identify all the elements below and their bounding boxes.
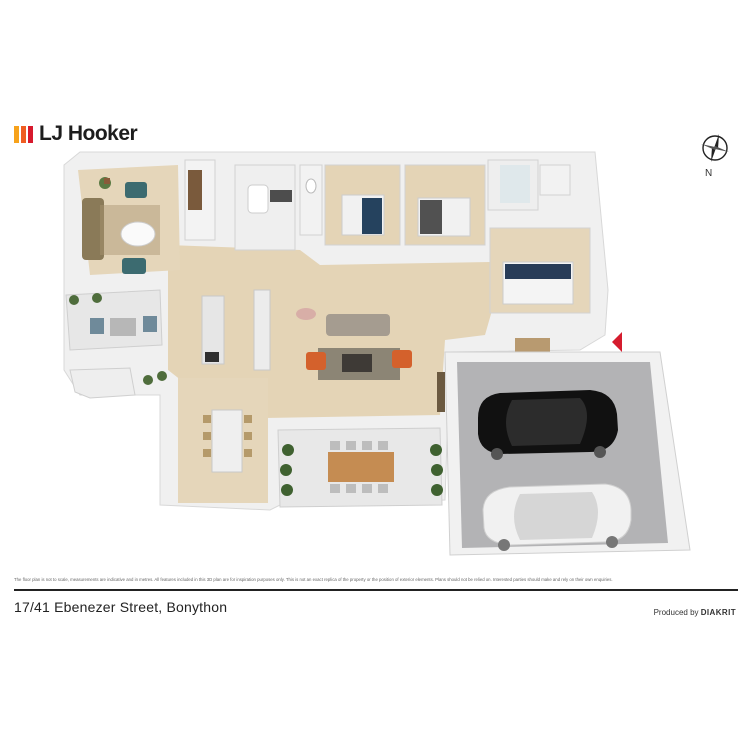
disclaimer: The floor plan is not to scale, measurem… <box>14 577 613 582</box>
stairs-right <box>539 164 571 196</box>
alfresco-plant-5 <box>431 464 443 476</box>
bedroom-3-blanket <box>420 200 442 234</box>
living-chair-2 <box>392 350 412 368</box>
ensuite-shower <box>500 165 530 203</box>
master-desk <box>515 338 550 352</box>
master-bed-blanket <box>505 264 571 279</box>
alfresco-table <box>328 452 394 482</box>
alfresco-plant-3 <box>281 484 293 496</box>
alfresco-chair-6 <box>346 441 356 450</box>
lounge-coffee-table <box>120 221 156 247</box>
divider <box>14 589 738 591</box>
alfresco-chair-2 <box>346 484 356 493</box>
dining-chair-5 <box>244 432 252 440</box>
brand-logo-bars <box>14 125 33 143</box>
dining-chair-3 <box>203 449 211 457</box>
dining-chair-6 <box>244 449 252 457</box>
alfresco-plant <box>282 444 294 456</box>
compass-icon <box>701 134 729 162</box>
balcony-plant <box>69 295 79 305</box>
alfresco-chair-7 <box>362 441 372 450</box>
alfresco-chair-3 <box>362 484 372 493</box>
credit-prefix: Produced by <box>653 608 699 617</box>
lounge-sofa <box>82 198 104 260</box>
toilet <box>305 178 317 194</box>
dining-chair <box>203 415 211 423</box>
alfresco-plant-4 <box>430 444 442 456</box>
dining-chair-4 <box>244 415 252 423</box>
entry-marker <box>612 332 622 352</box>
lounge-side-table <box>104 178 110 184</box>
kitchen-cooktop <box>205 352 219 362</box>
laundry-bench <box>188 170 202 210</box>
car-silver <box>482 483 632 551</box>
balcony-chair <box>90 318 104 334</box>
credit-name: DIAKRIT <box>700 608 736 617</box>
car-black <box>478 390 618 460</box>
living-chair <box>306 352 326 370</box>
credit: Produced by DIAKRIT <box>654 608 736 617</box>
kitchen-island <box>201 295 225 365</box>
lounge-armchair <box>125 182 147 198</box>
alfresco-plant-2 <box>280 464 292 476</box>
brand-logo: LJ Hooker <box>14 122 138 146</box>
dining-table <box>211 409 243 473</box>
property-address: 17/41 Ebenezer Street, Bonython <box>14 599 228 615</box>
balcony-table <box>110 318 136 336</box>
alfresco-chair-5 <box>330 441 340 450</box>
balcony-plant-2 <box>92 293 102 303</box>
kitchen-bench <box>253 289 271 371</box>
dining-chair-2 <box>203 432 211 440</box>
lounge-armchair-2 <box>122 258 146 274</box>
stairs-plant <box>143 375 153 385</box>
bathroom-vanity <box>270 190 292 202</box>
floor-lamp <box>296 308 316 320</box>
stairs-plant-2 <box>157 371 167 381</box>
alfresco-plant-6 <box>431 484 443 496</box>
living-sofa <box>326 314 390 336</box>
bedroom-2-blanket <box>362 198 382 234</box>
toilet-room <box>299 164 323 236</box>
brand-name: LJ Hooker <box>39 122 138 145</box>
alfresco-chair-4 <box>378 484 388 493</box>
bathroom-bathtub <box>247 184 269 214</box>
stairs-left <box>69 367 136 399</box>
alfresco-chair <box>330 484 340 493</box>
alfresco-chair-8 <box>378 441 388 450</box>
balcony-chair-2 <box>143 316 157 332</box>
tv-unit <box>437 372 445 412</box>
compass-north-label: N <box>705 168 713 179</box>
living-coffee-table <box>342 354 372 372</box>
